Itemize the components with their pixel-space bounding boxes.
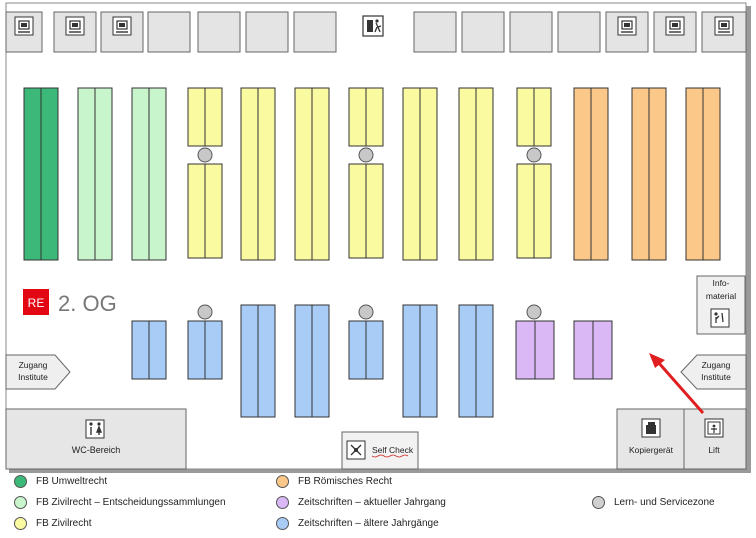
room-top-5: [197, 11, 241, 53]
service-zone-dot: [358, 304, 374, 320]
spellcheck-underline: [371, 454, 409, 458]
legend-label: FB Zivilrecht – Entscheidungssammlungen: [36, 496, 226, 508]
room-top-8: [413, 11, 457, 53]
legend-item-umweltrecht: FB Umweltrecht: [14, 472, 107, 490]
legend-item-lern-servicezone: Lern- und Servicezone: [592, 493, 715, 511]
legend-item-roemisches-recht: FB Römisches Recht: [276, 472, 392, 490]
emergency-exit-icon: [362, 15, 384, 37]
computer-terminal-icon: [714, 16, 734, 36]
legend-swatch: [592, 495, 605, 509]
service-zone-dot: [526, 304, 542, 320]
info-label-2: material: [706, 291, 736, 301]
computer-terminal-icon: [14, 16, 34, 36]
floor-label: 2. OG: [58, 291, 117, 316]
info-label-1: Info-: [712, 278, 729, 288]
copier-room[interactable]: Kopiergerät: [616, 408, 685, 470]
legend-item-zivilrecht-entscheidungen: FB Zivilrecht – Entscheidungssammlungen: [14, 493, 226, 511]
room-top-7: [293, 11, 337, 53]
wc-label: WC-Bereich: [72, 445, 121, 455]
legend-swatch: [14, 495, 27, 509]
legend-label: FB Umweltrecht: [36, 475, 108, 487]
terminal-icons: [14, 16, 734, 36]
room-top-11: [557, 11, 601, 53]
service-zone-dot: [358, 147, 374, 163]
entrance-left-label-1: Zugang: [19, 360, 48, 370]
copier-label: Kopiergerät: [629, 445, 674, 455]
legend-swatch: [14, 516, 27, 530]
entrance-right-label-2: Institute: [701, 372, 731, 382]
lift-room[interactable]: Lift: [683, 408, 747, 470]
computer-terminal-icon: [665, 16, 685, 36]
computer-terminal-icon: [65, 16, 85, 36]
legend: FB Umweltrecht FB Zivilrecht – Entscheid…: [14, 472, 744, 532]
wc-icon: [85, 419, 105, 439]
shelves: [23, 87, 721, 418]
legend-swatch: [276, 474, 289, 488]
legend-item-zivilrecht: FB Zivilrecht: [14, 514, 92, 532]
self-check-label: Self Check: [372, 445, 414, 455]
entrance-left[interactable]: Zugang Institute: [5, 354, 71, 390]
direction-arrow-icon: [649, 353, 705, 414]
legend-swatch: [276, 516, 289, 530]
room-top-6: [245, 11, 289, 53]
copier-icon: [641, 418, 661, 438]
legend-label: FB Zivilrecht: [36, 517, 92, 529]
legend-swatch: [14, 474, 27, 488]
computer-terminal-icon: [617, 16, 637, 36]
lift-icon: [704, 418, 724, 438]
lift-label: Lift: [708, 445, 720, 455]
entrance-right-label-1: Zugang: [702, 360, 731, 370]
legend-label: Lern- und Servicezone: [614, 496, 715, 508]
legend-label: Zeitschriften – ältere Jahrgänge: [298, 517, 439, 529]
floor-badge: [23, 289, 49, 315]
entrance-left-label-2: Institute: [18, 372, 48, 382]
room-top-9: [461, 11, 505, 53]
service-zones: [197, 147, 542, 320]
legend-swatch: [276, 495, 289, 509]
info-material-icon: [710, 308, 730, 328]
wc-area[interactable]: WC-Bereich: [5, 408, 187, 470]
floor-badge-text: RE: [28, 296, 45, 310]
legend-label: FB Römisches Recht: [298, 475, 392, 487]
legend-label: Zeitschriften – aktueller Jahrgang: [298, 496, 446, 508]
top-room-row: [5, 11, 747, 53]
entrance-right[interactable]: Zugang Institute: [680, 354, 747, 390]
self-check-station[interactable]: Self Check: [341, 431, 419, 470]
computer-terminal-icon: [112, 16, 132, 36]
legend-item-zeitschriften-aeltere: Zeitschriften – ältere Jahrgänge: [276, 514, 439, 532]
legend-item-zeitschriften-aktuell: Zeitschriften – aktueller Jahrgang: [276, 493, 446, 511]
info-material-room[interactable]: Info- material: [696, 275, 746, 335]
room-top-4: [147, 11, 191, 53]
room-top-10: [509, 11, 553, 53]
service-zone-dot: [197, 147, 213, 163]
service-zone-dot: [526, 147, 542, 163]
service-zone-dot: [197, 304, 213, 320]
self-check-icon: [346, 440, 366, 460]
